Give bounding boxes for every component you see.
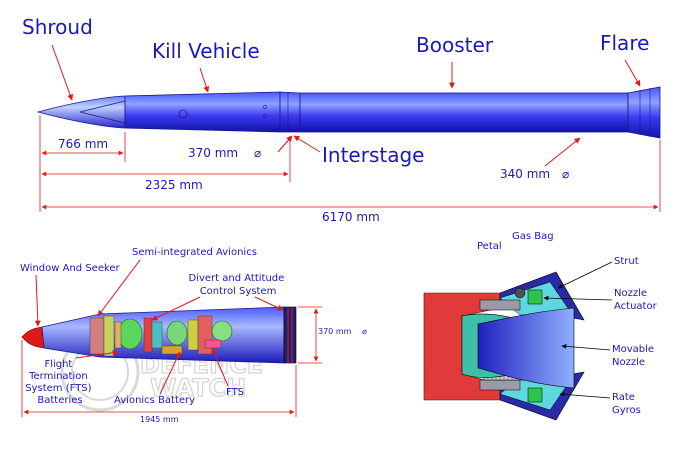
booster-label: Booster [416,33,494,57]
total-length: 6170 mm [322,210,380,224]
movable-nozzle-label: Movable Nozzle [612,344,657,368]
fts-label: FTS [226,387,244,398]
kv-diameter-dim: 370 mm ⌀ [318,327,367,336]
shroud-length: 766 mm [58,137,108,151]
kill-vehicle-cutaway [21,306,297,364]
kv-diameter-label: 370 mm ⌀ [188,146,261,160]
petal-label: Petal [477,241,502,252]
window-seeker-label: Window And Seeker [20,263,121,274]
flare-cutaway [423,271,585,421]
interstage-label: Interstage [322,143,424,167]
top-dimension-lines [39,115,661,212]
kv-length: 2325 mm [145,178,203,192]
kill-vehicle-body [124,91,281,133]
gas-bag-label: Gas Bag [512,231,554,242]
kill-vehicle-label: Kill Vehicle [152,39,260,63]
strut-label: Strut [614,256,639,267]
fts-batteries-label: Flight Termination System (FTS) Batterie… [25,359,95,406]
svg-text:WATCH: WATCH [150,374,246,402]
booster-diameter-label: 340 mm ⌀ [500,167,569,181]
flare-cone [627,86,661,139]
flare-label: Flare [600,31,649,55]
shroud-label: Shroud [22,15,93,39]
rate-gyros-label: Rate Gyros [612,392,641,416]
booster-body [299,92,629,133]
interstage-ring [279,91,301,133]
dacs-label: Divert and Attitude Control System [189,273,288,297]
avionics-battery-label: Avionics Battery [114,395,195,406]
kv-length-label: 1945 mm [140,415,179,424]
full-missile [36,86,661,139]
nozzle-actuator-label: Nozzle Actuator [614,288,658,312]
semi-avionics-label: Semi-integrated Avionics [132,247,257,258]
